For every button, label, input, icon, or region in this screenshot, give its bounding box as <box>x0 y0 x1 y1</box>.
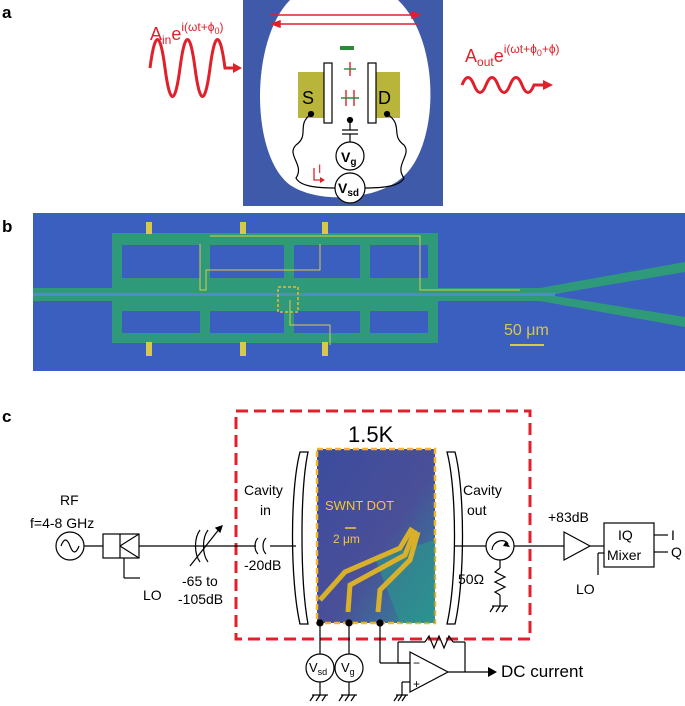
rf-label: RF <box>60 492 79 508</box>
lo-right-line <box>597 552 604 575</box>
output-wave-label: Aoutei(ωt+ϕ0+ϕ) <box>465 42 560 69</box>
standing-wave-arrows <box>269 10 423 29</box>
coupler-icon <box>254 537 267 555</box>
q-label: Q <box>671 544 682 560</box>
circulator-arrow-head <box>503 541 510 547</box>
cryostat-box <box>234 409 532 641</box>
cavity-out-label-1: Cavity <box>463 482 502 498</box>
micro-scale-label: 2 μm <box>333 532 360 546</box>
input-wave <box>148 38 235 98</box>
gate-bar <box>340 46 354 50</box>
attenuator-label-1: -65 to <box>182 573 218 589</box>
panel-a-wires <box>292 110 407 204</box>
termination <box>489 560 508 613</box>
scale-bar-label: 50 μm <box>504 322 549 339</box>
freq-label: f=4-8 GHz <box>30 515 94 531</box>
input-wave-label: Ainei(ωt+ϕ0) <box>150 20 223 47</box>
swnt-label: SWNT DOT <box>325 498 394 513</box>
attenuator-icon <box>189 525 223 567</box>
dc-current-label: DC current <box>501 662 583 681</box>
opamp-plus: + <box>413 677 420 691</box>
source-plate <box>323 62 333 124</box>
signal-line <box>84 534 668 553</box>
vg-label: Vg <box>341 660 355 677</box>
metal-gaps <box>33 247 685 331</box>
op-amp <box>393 634 490 702</box>
panel-label-c: c <box>2 407 11 426</box>
drain-plate <box>367 62 377 124</box>
termination-label: 50Ω <box>458 571 484 587</box>
amp-gain-label: +83dB <box>548 509 589 525</box>
panel-label-a: a <box>2 3 12 22</box>
gold-leads <box>146 222 328 356</box>
output-arrow-head <box>543 80 553 90</box>
panel-b: 50 μm <box>33 213 685 371</box>
input-arrow-head <box>233 63 242 73</box>
temperature-label: 1.5K <box>348 422 394 447</box>
gate-voltage-label: Vg <box>341 149 356 168</box>
splitter-icon <box>102 533 140 579</box>
panel-c: 1.5K SWNT DOT 2 μm Cavity in Cavity out <box>30 409 682 702</box>
dc-lines <box>305 619 410 702</box>
vsd-label: Vsd <box>309 660 327 677</box>
coupler-label: -20dB <box>244 557 281 573</box>
chip-electrodes <box>318 526 421 613</box>
amplifier-icon <box>563 530 592 562</box>
circulator-icon <box>485 531 515 561</box>
zoom-box <box>277 286 299 313</box>
current-label: I <box>318 162 321 176</box>
panel-a: S D Vg Vsd I <box>148 0 560 206</box>
dc-arrow-head <box>488 667 497 677</box>
sine-glyph <box>60 539 80 553</box>
drain-label: D <box>378 88 391 108</box>
sd-voltage-label: Vsd <box>338 180 359 199</box>
attenuator-label-2: -105dB <box>178 591 223 607</box>
panel-label-b: b <box>2 217 12 236</box>
output-wave <box>460 76 545 94</box>
i-label: I <box>671 527 675 543</box>
lo-right-label: LO <box>576 581 595 597</box>
iq-mixer-box <box>603 522 655 568</box>
dot-arrows <box>341 62 359 106</box>
cavity-out-label-2: out <box>467 502 487 518</box>
cavity-in-label-1: Cavity <box>244 482 283 498</box>
cavity-in-label-2: in <box>260 502 271 518</box>
iq-label-2: Mixer <box>607 547 642 563</box>
iq-label-1: IQ <box>618 527 633 543</box>
source-label: S <box>302 88 314 108</box>
opamp-minus: − <box>413 656 420 670</box>
cavity-mirrors <box>291 451 464 625</box>
current-arrow <box>313 168 325 183</box>
lo-left-label: LO <box>143 587 162 603</box>
